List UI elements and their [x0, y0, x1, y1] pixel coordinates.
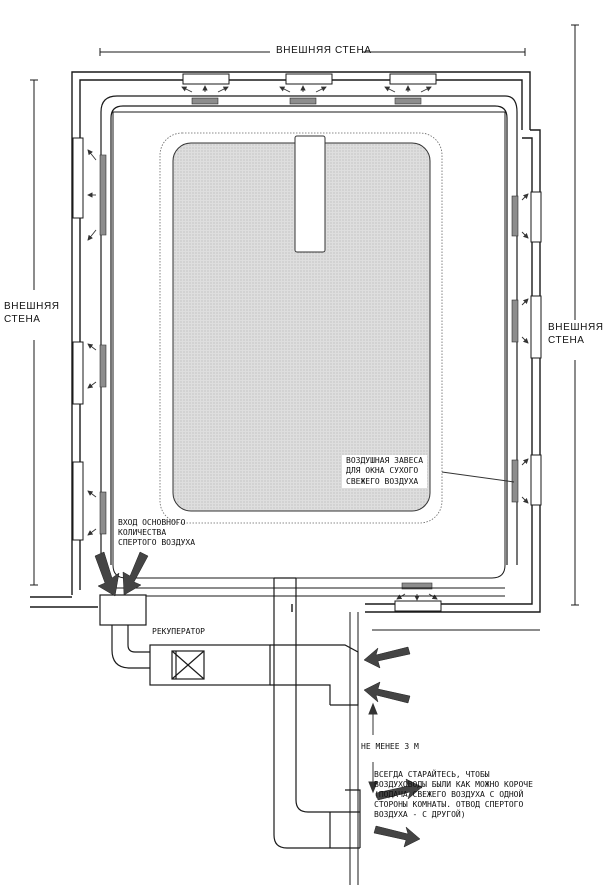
min-distance-label: НЕ МЕНЕЕ 3 М [361, 742, 419, 751]
stale-air-intake-label: ВХОД ОСНОВНОГО КОЛИЧЕСТВА СПЕРТОГО ВОЗДУ… [118, 518, 196, 547]
windows [72, 73, 542, 612]
main-ducts [270, 577, 361, 849]
exhaust-inlet [99, 594, 150, 669]
dimension-lines [30, 24, 579, 631]
vent-grilles [99, 97, 519, 590]
supply-duct [100, 95, 518, 565]
exterior-wall-lines [349, 612, 359, 885]
stale-air-arrows [94, 551, 149, 597]
air-curtain-label: ВОЗДУШНАЯ ЗАВЕСА ДЛЯ ОКНА СУХОГО СВЕЖЕГО… [342, 455, 428, 489]
outside-air-arrows [363, 646, 423, 848]
recuperator-label: РЕКУПЕРАТОР [152, 627, 205, 636]
wall-label-left: ВНЕШНЯЯ СТЕНА [4, 301, 60, 325]
air-curtain-leader [441, 471, 515, 483]
min-distance-indicator [368, 702, 378, 794]
wall-label-top: ВНЕШНЯЯ СТЕНА [276, 45, 372, 56]
wall-label-right: ВНЕШНЯЯ СТЕНА [548, 322, 604, 346]
recuperator-unit [149, 644, 271, 686]
table-fixture [294, 135, 326, 253]
table-dotted-outline [159, 132, 443, 524]
vent-airflow-arrows [87, 85, 529, 601]
advice-note: ВСЕГДА СТАРАЙТЕСЬ, ЧТОБЫ ВОЗДУХОВОДЫ БЫЛ… [374, 770, 533, 819]
room-inner-boundary [111, 111, 506, 597]
